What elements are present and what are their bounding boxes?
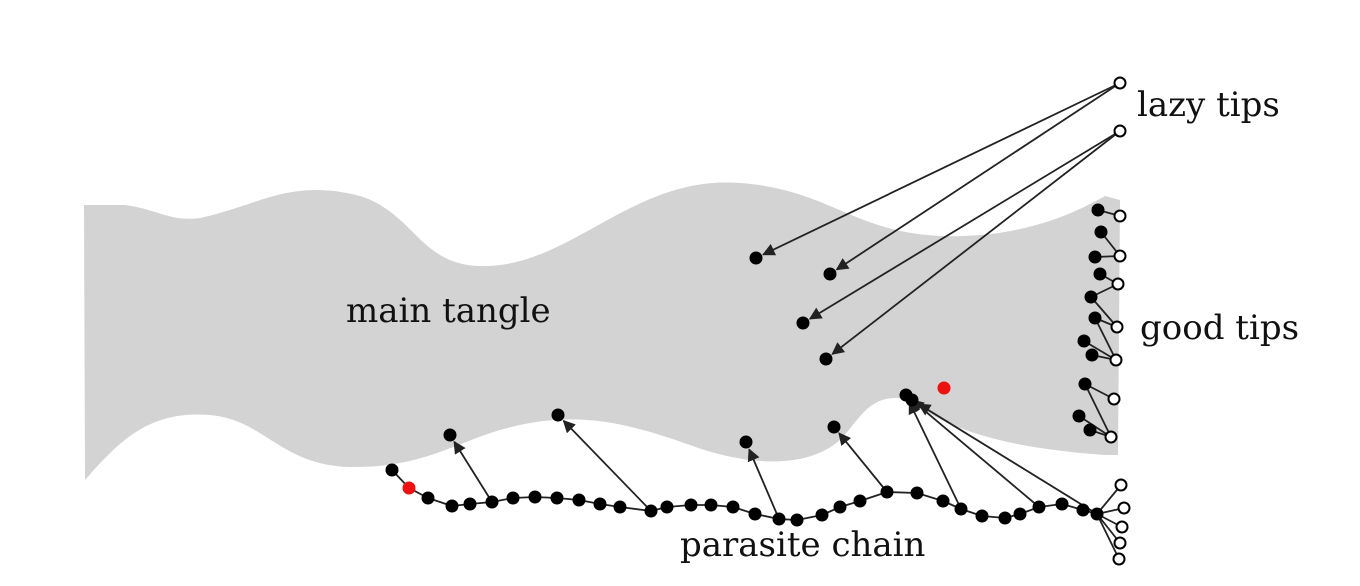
good-tip-parent-node [1094, 225, 1108, 239]
good-tip-node [1113, 249, 1127, 263]
parasite-chain-node [506, 491, 520, 505]
tangle-node [827, 420, 841, 434]
good-tip-parent-node [1085, 348, 1099, 362]
tangle-node-red [937, 381, 951, 395]
lazy-tip-arrow [835, 82, 1121, 271]
tangle-node [819, 352, 833, 366]
tangle-node [823, 267, 837, 281]
tangle-node [551, 408, 565, 422]
parasite-tip-node [1114, 478, 1128, 492]
parasite-chain-node [704, 498, 718, 512]
nodes-layer [385, 76, 1131, 566]
parasite-chain-node [790, 513, 804, 527]
good-tip-link [1094, 317, 1117, 361]
parasite-chain-node [998, 511, 1012, 525]
tangle-node [443, 428, 457, 442]
parasite-chain-node [880, 485, 894, 499]
parasite-chain-node [853, 494, 867, 508]
good-tip-parent-node [1077, 334, 1091, 348]
parasite-chain-node [445, 499, 459, 513]
parasite-chain-node [572, 493, 586, 507]
parasite-chain-node [726, 500, 740, 514]
parasite-chain-node [485, 495, 499, 509]
parasite-chain-node [613, 500, 627, 514]
main-tangle-label: main tangle [346, 291, 551, 331]
parasite-reference-arrow [453, 440, 493, 503]
parasite-chain-node [815, 508, 829, 522]
parasite-chain-node [1076, 503, 1090, 517]
parasite-reference-arrow [917, 403, 1098, 515]
parasite-chain-node [833, 500, 847, 514]
parasite-tip-node [1113, 536, 1127, 550]
good-tip-parent-node [1088, 311, 1102, 325]
good-tip-parent-node [1072, 409, 1086, 423]
parasite-chain-node [644, 504, 658, 518]
parasite-chain-node [660, 500, 674, 514]
lazy-tip-node [1113, 124, 1127, 138]
parasite-chain-node [954, 502, 968, 516]
good-tip-link [1090, 296, 1118, 328]
parasite-chain-label: parasite chain [680, 525, 925, 565]
parasite-chain-node [1032, 500, 1046, 514]
good-tip-node [1111, 277, 1125, 291]
parasite-chain-node [1013, 507, 1027, 521]
parasite-chain-node [421, 491, 435, 505]
lazy-tip-arrow [831, 130, 1121, 355]
parasite-chain-node [463, 497, 477, 511]
parasite-tip-node [1112, 552, 1126, 566]
lazy-tip-arrow [762, 82, 1121, 256]
parasite-chain-node [748, 507, 762, 521]
lazy-tip-node [1113, 76, 1127, 90]
good-tip-link [1084, 383, 1112, 438]
tangle-node [796, 316, 810, 330]
parasite-reference-arrow [838, 432, 888, 493]
parasite-chain-node [550, 491, 564, 505]
tangle-node [749, 251, 763, 265]
parasite-chain-node [936, 494, 950, 508]
good-tip-node [1107, 392, 1121, 406]
good-tip-parent-node [1088, 250, 1102, 264]
good-tip-parent-node [1078, 377, 1092, 391]
parasite-tip-link [1096, 513, 1120, 560]
good-tip-parent-node [1083, 423, 1097, 437]
parasite-reference-arrow [562, 419, 652, 512]
parasite-chain-node [1055, 497, 1069, 511]
good-tip-node [1109, 353, 1123, 367]
parasite-reference-arrow [908, 401, 962, 510]
tangle-node [739, 435, 753, 449]
main-tangle-region [84, 182, 1120, 480]
parasite-chain-node [593, 497, 607, 511]
parasite-chain-node [975, 509, 989, 523]
good-tips-label: good tips [1140, 308, 1299, 348]
good-tip-parent-node [1084, 290, 1098, 304]
lazy-tip-arrow [808, 130, 1121, 320]
parasite-chain-node [1090, 507, 1104, 521]
parasite-chain-node [385, 463, 399, 477]
parasite-reference-arrow [911, 399, 1040, 508]
parasite-reference-arrow [747, 448, 780, 520]
good-tip-node [1104, 430, 1118, 444]
parasite-chain-node [528, 490, 542, 504]
lazy-tips-label: lazy tips [1137, 85, 1280, 125]
parasite-tip-node [1115, 520, 1129, 534]
parasite-tip-node [1117, 501, 1131, 515]
parasite-chain-node [772, 512, 786, 526]
parasite-chain-node [684, 498, 698, 512]
good-tip-parent-node [1091, 203, 1105, 217]
good-tip-node [1110, 320, 1124, 334]
parasite-fork-node-red [402, 481, 416, 495]
good-tip-parent-node [1093, 267, 1107, 281]
parasite-chain-node [910, 486, 924, 500]
good-tip-node [1113, 209, 1127, 223]
tangle-node [905, 393, 919, 407]
